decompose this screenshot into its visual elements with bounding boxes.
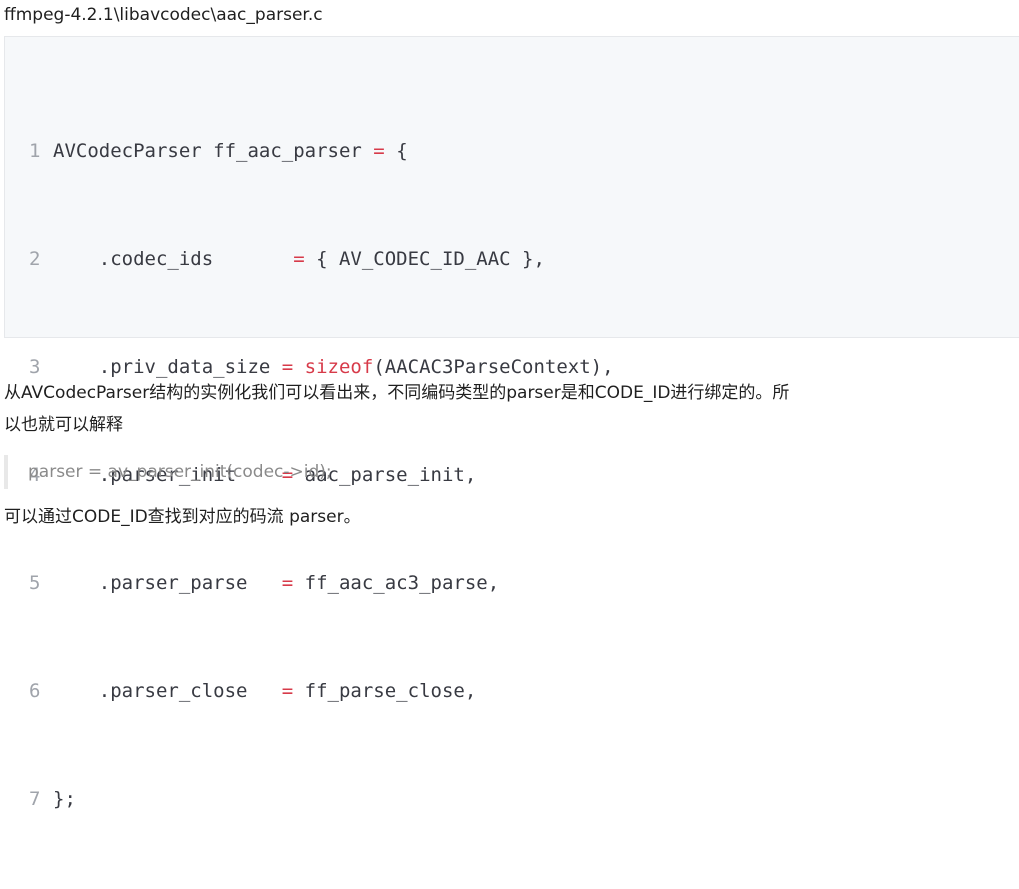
code-text: .priv_data_size [53, 356, 282, 378]
code-text: .codec_ids [53, 248, 294, 270]
code-text: { AV_CODEC_ID_AAC }, [304, 248, 545, 270]
line-number: 5 [29, 572, 41, 594]
code-text: AVCodecParser ff_aac_parser [53, 140, 374, 162]
code-text: (AACAC3ParseContext), [373, 356, 614, 378]
code-operator: = [281, 572, 294, 594]
code-block: 1 AVCodecParser ff_aac_parser = { 2 .code… [4, 36, 1019, 810]
line-number: 2 [29, 248, 41, 270]
code-operator: = [281, 464, 294, 486]
code-text: .parser_parse [53, 572, 282, 594]
code-text: ff_parse_close, [293, 680, 477, 702]
code-line-6: 6 .parser_close = ff_parse_close, [29, 673, 614, 709]
code-operator: = [293, 248, 305, 270]
line-number: 7 [29, 788, 41, 810]
code-line-4: 4 .parser_init = aac_parse_init, [29, 457, 614, 493]
code-text: { [384, 140, 408, 162]
line-number: 6 [29, 680, 41, 702]
code-line-1: 1 AVCodecParser ff_aac_parser = { [29, 133, 614, 169]
code-text: .parser_init [53, 464, 282, 486]
code-line-7: 7}; [29, 781, 614, 817]
code-keyword: sizeof [293, 356, 374, 378]
code-text: }; [53, 788, 76, 810]
code-operator: = [373, 140, 385, 162]
code-text: aac_parse_init, [293, 464, 477, 486]
code-operator: = [281, 356, 294, 378]
paragraph-line-1: 从AVCodecParser结构的实例化我们可以看出来，不同编码类型的parse… [4, 383, 790, 403]
file-path: ffmpeg-4.2.1\libavcodec\aac_parser.c [4, 5, 323, 25]
paragraph-line-2: 以也就可以解释 [4, 415, 123, 435]
code-text: .parser_close [53, 680, 282, 702]
paragraph-2: 可以通过CODE_ID查找到对应的码流 parser。 [4, 507, 361, 527]
line-number: 3 [29, 356, 41, 378]
code-text: ff_aac_ac3_parse, [293, 572, 500, 594]
line-number: 1 [29, 140, 41, 162]
line-number: 4 [29, 464, 41, 486]
code-line-3: 3 .priv_data_size = sizeof(AACAC3ParseCo… [29, 349, 614, 385]
code-line-2: 2 .codec_ids = { AV_CODEC_ID_AAC }, [29, 241, 614, 277]
code-line-5: 5 .parser_parse = ff_aac_ac3_parse, [29, 565, 614, 601]
code-quote: parser = av_parser_init(codec->id); [4, 455, 332, 489]
code-operator: = [281, 680, 294, 702]
